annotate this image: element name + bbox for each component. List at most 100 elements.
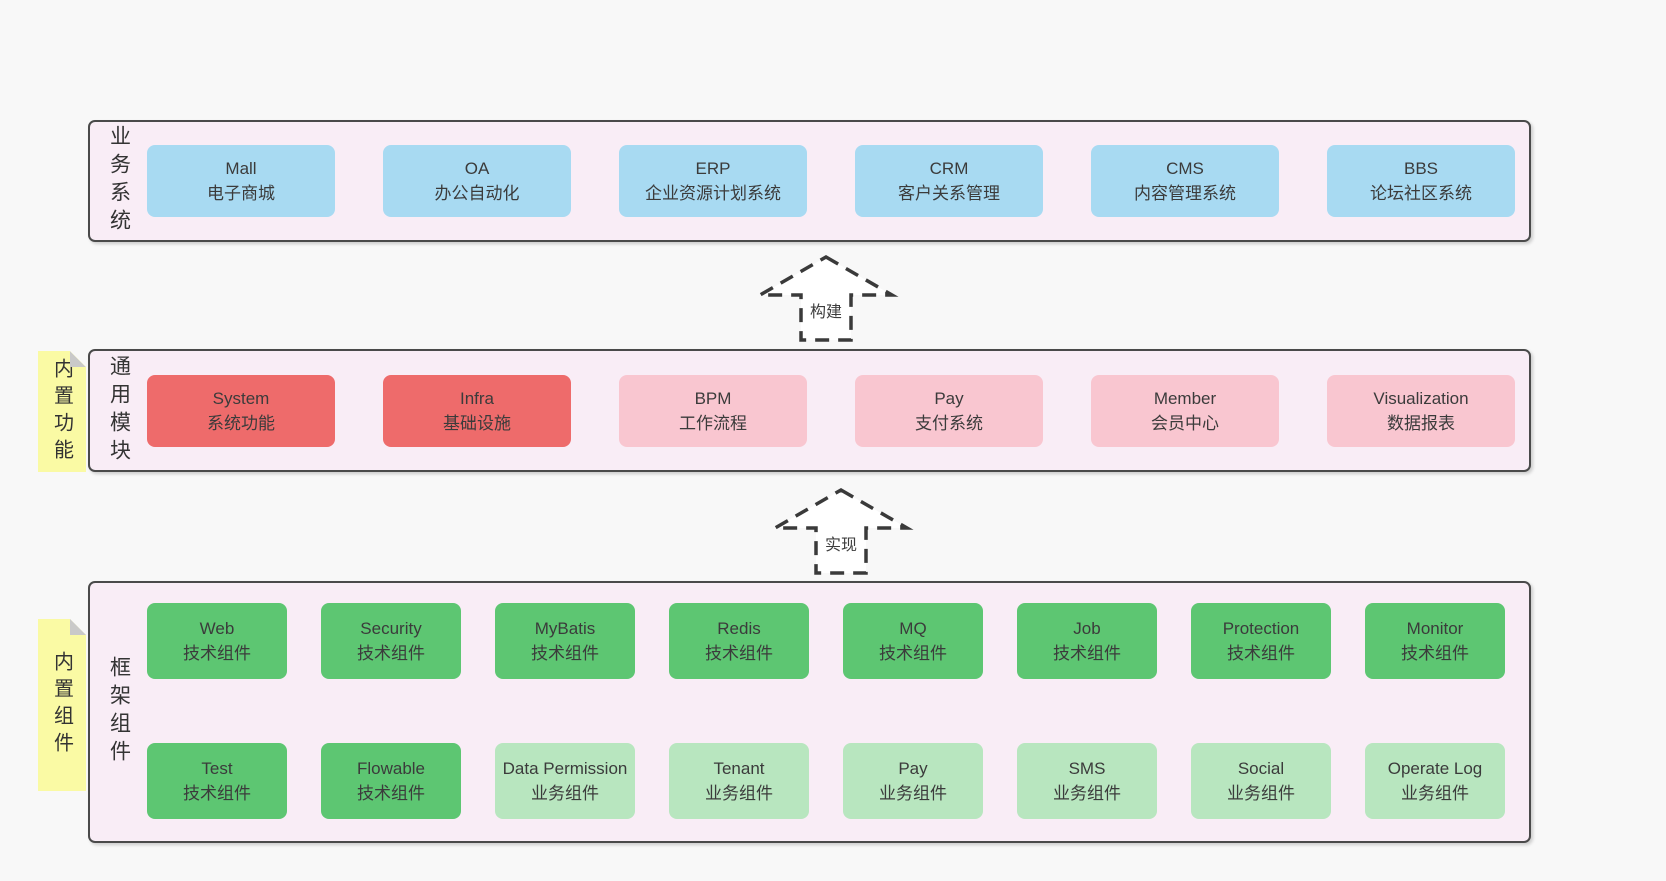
arrow-label: 实现 (824, 537, 857, 554)
implement-arrow: 实现 (766, 487, 916, 577)
box-social: Social 业务组件 (1191, 743, 1331, 819)
box-title: CMS (1166, 159, 1204, 178)
box-subtitle: 工作流程 (679, 413, 747, 433)
box-subtitle: 内容管理系统 (1134, 184, 1236, 203)
components-boxes-area: Web 技术组件 Security 技术组件 MyBatis 技术组件 Redi… (147, 583, 1529, 841)
box-title: Flowable (356, 759, 426, 778)
layer-label-components: 框架组件 (90, 583, 147, 841)
box-pay-component: Pay 业务组件 (843, 743, 983, 819)
box-subtitle: 论坛社区系统 (1370, 184, 1472, 203)
box-system: System 系统功能 (147, 374, 335, 447)
box-erp: ERP 企业资源计划系统 (619, 145, 807, 217)
up-arrow-icon (768, 487, 914, 575)
box-title: ERP (695, 159, 731, 178)
box-oa: OA 办公自动化 (383, 145, 571, 217)
layer-label-modules: 通用模块 (90, 351, 147, 470)
layer-label-text: 业务系统 (107, 125, 131, 237)
box-monitor: Monitor 技术组件 (1365, 603, 1505, 679)
box-subtitle: 技术组件 (879, 644, 947, 663)
box-title: Protection (1222, 619, 1300, 638)
box-subtitle: 业务组件 (531, 784, 599, 803)
up-arrow-icon (753, 254, 899, 342)
box-mybatis: MyBatis 技术组件 (495, 603, 635, 679)
note-text: 内置组件 (50, 651, 73, 759)
box-job: Job 技术组件 (1017, 603, 1157, 679)
box-title: Monitor (1406, 619, 1464, 638)
box-subtitle: 技术组件 (183, 644, 251, 663)
box-test: Test 技术组件 (147, 743, 287, 819)
box-subtitle: 客户关系管理 (898, 184, 1000, 203)
layer-label-text: 通用模块 (107, 354, 131, 467)
box-title: System (212, 388, 270, 408)
box-title: MQ (899, 619, 927, 638)
builtin-components-note: 内置组件 (38, 619, 86, 791)
box-subtitle: 技术组件 (183, 784, 251, 803)
box-subtitle: 业务组件 (705, 784, 773, 803)
common-modules-layer: 通用模块 System 系统功能 Infra 基础设施 BPM 工作流程 Pay… (88, 349, 1531, 472)
box-title: Social (1237, 759, 1285, 778)
box-cms: CMS 内容管理系统 (1091, 145, 1279, 217)
box-protection: Protection 技术组件 (1191, 603, 1331, 679)
box-title: Pay (934, 388, 964, 408)
box-subtitle: 电子商城 (207, 184, 275, 203)
components-row-2: Test 技术组件 Flowable 技术组件 Data Permission … (147, 743, 1529, 819)
box-title: OA (464, 159, 490, 178)
build-arrow: 构建 (751, 254, 901, 344)
box-title: Web (199, 619, 235, 638)
box-security: Security 技术组件 (321, 603, 461, 679)
box-subtitle: 企业资源计划系统 (645, 184, 781, 203)
box-mall: Mall 电子商城 (147, 145, 335, 217)
layer-label-business: 业务系统 (90, 122, 147, 240)
box-title: Tenant (713, 759, 765, 778)
box-subtitle: 业务组件 (1053, 784, 1121, 803)
box-crm: CRM 客户关系管理 (855, 145, 1043, 217)
box-title: Data Permission (502, 759, 628, 778)
box-subtitle: 技术组件 (357, 784, 425, 803)
box-subtitle: 会员中心 (1151, 413, 1219, 433)
box-bbs: BBS 论坛社区系统 (1327, 145, 1515, 217)
box-sms: SMS 业务组件 (1017, 743, 1157, 819)
modules-boxes-row: System 系统功能 Infra 基础设施 BPM 工作流程 Pay 支付系统… (147, 351, 1529, 470)
builtin-features-note: 内置功能 (38, 351, 86, 472)
box-title: Mall (225, 159, 257, 178)
box-title: Security (360, 619, 422, 638)
box-subtitle: 业务组件 (1227, 784, 1295, 803)
box-subtitle: 办公自动化 (434, 184, 520, 203)
box-title: Test (201, 759, 233, 778)
box-title: Member (1153, 388, 1217, 408)
box-operate-log: Operate Log 业务组件 (1365, 743, 1505, 819)
box-pay-module: Pay 支付系统 (855, 374, 1043, 447)
box-web: Web 技术组件 (147, 603, 287, 679)
layer-label-text: 框架组件 (107, 656, 131, 768)
box-subtitle: 基础设施 (443, 413, 511, 433)
box-redis: Redis 技术组件 (669, 603, 809, 679)
box-subtitle: 技术组件 (1227, 644, 1295, 663)
box-subtitle: 支付系统 (915, 413, 983, 433)
box-title: Job (1073, 619, 1101, 638)
box-subtitle: 业务组件 (1401, 784, 1469, 803)
box-member: Member 会员中心 (1091, 374, 1279, 447)
components-row-1: Web 技术组件 Security 技术组件 MyBatis 技术组件 Redi… (147, 603, 1529, 679)
box-subtitle: 业务组件 (879, 784, 947, 803)
box-title: BBS (1403, 159, 1439, 178)
box-subtitle: 技术组件 (1401, 644, 1469, 663)
framework-components-layer: 框架组件 Web 技术组件 Security 技术组件 MyBatis 技术组件… (88, 581, 1531, 843)
note-text: 内置功能 (50, 357, 73, 466)
box-subtitle: 技术组件 (1053, 644, 1121, 663)
box-visualization: Visualization 数据报表 (1327, 374, 1515, 447)
box-data-permission: Data Permission 业务组件 (495, 743, 635, 819)
box-title: CRM (929, 159, 969, 178)
box-mq: MQ 技术组件 (843, 603, 983, 679)
box-subtitle: 技术组件 (357, 644, 425, 663)
box-subtitle: 技术组件 (705, 644, 773, 663)
box-subtitle: 技术组件 (531, 644, 599, 663)
box-title: MyBatis (534, 619, 596, 638)
business-systems-layer: 业务系统 Mall 电子商城 OA 办公自动化 ERP 企业资源计划系统 CRM… (88, 120, 1531, 242)
box-title: Operate Log (1387, 759, 1483, 778)
box-title: Pay (898, 759, 928, 778)
box-bpm: BPM 工作流程 (619, 374, 807, 447)
box-subtitle: 数据报表 (1387, 413, 1455, 433)
box-flowable: Flowable 技术组件 (321, 743, 461, 819)
box-title: SMS (1068, 759, 1106, 778)
box-title: BPM (694, 388, 732, 408)
